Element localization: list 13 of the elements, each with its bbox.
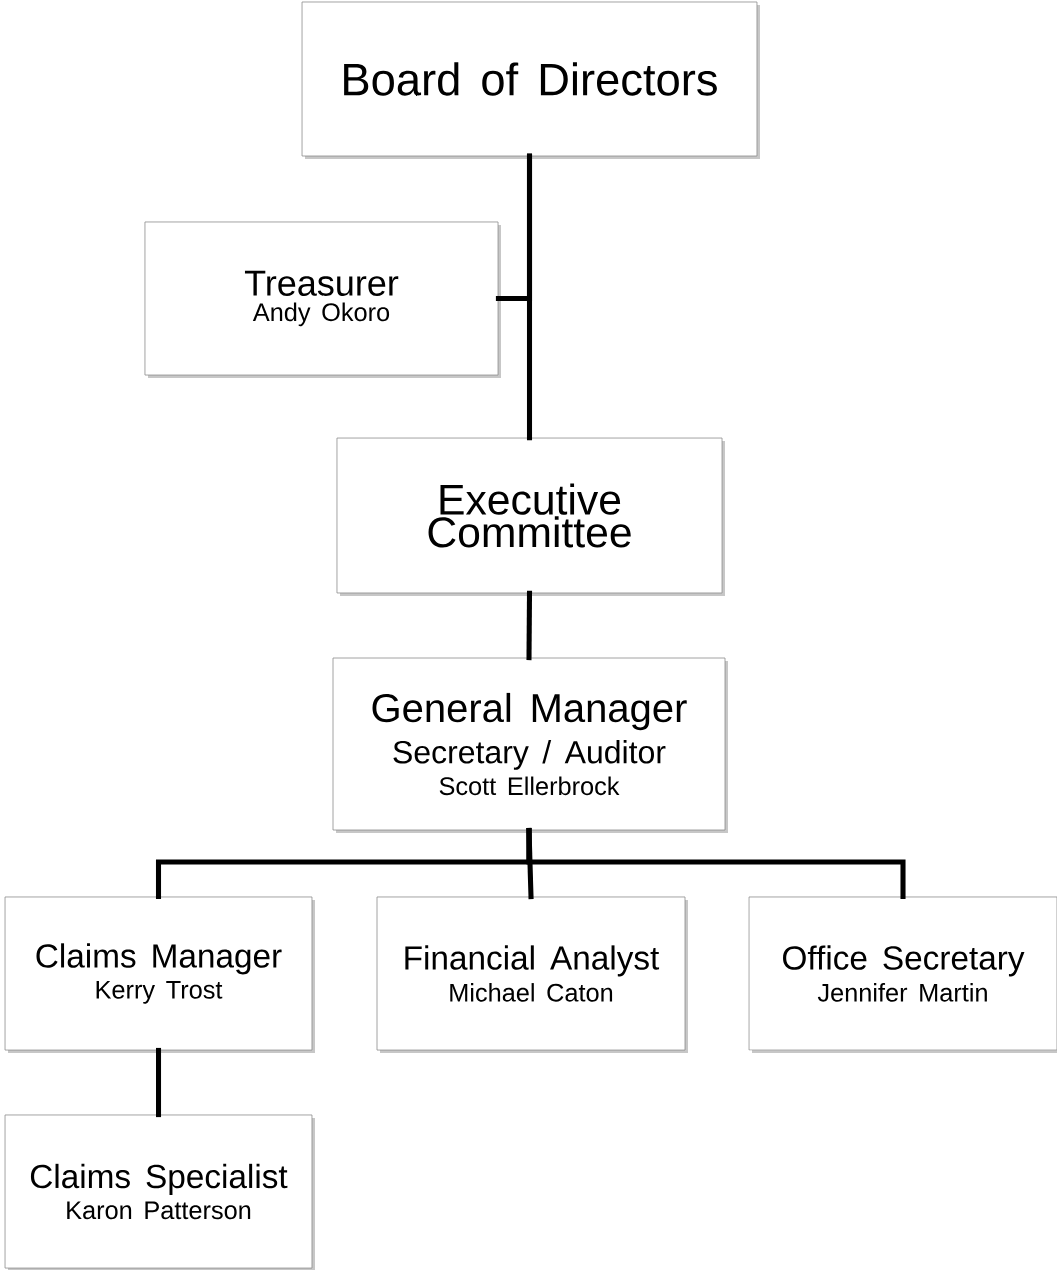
connector-line — [526, 827, 906, 900]
org-box: Office Secretary Jennifer Martin — [748, 896, 1057, 1053]
connector-line — [495, 153, 533, 302]
connector-line — [526, 153, 533, 441]
org-box: Claims Manager Kerry Trost — [4, 896, 315, 1053]
org-box: Treasurer Andy Okoro — [144, 221, 501, 378]
org-box: Board of Directors — [301, 1, 760, 159]
org-box: General Manager Secretary / Auditor Scott Ellerbrock — [332, 657, 728, 833]
org-box: Financial Analyst Michael Caton — [376, 896, 688, 1053]
org-box: Executive Committee — [336, 437, 725, 596]
connector-line — [155, 1047, 162, 1118]
org-box: Claims Specialist Karon Patterson — [4, 1114, 315, 1270]
connector-line — [526, 590, 533, 661]
